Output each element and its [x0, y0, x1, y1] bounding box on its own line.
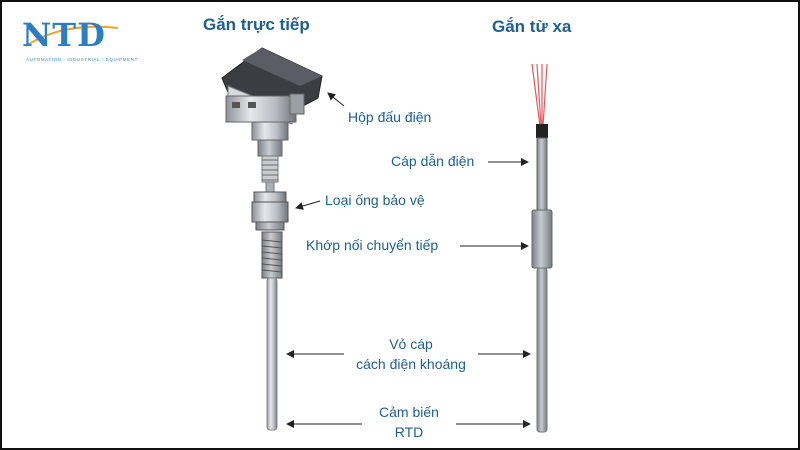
label-protection-tube: Loại ống bảo vệ	[325, 192, 425, 208]
label-mi-cable-line2: cách điện khoáng	[356, 356, 466, 372]
label-rtd-sensor: Cảm biến RTD	[364, 402, 454, 442]
logo-swoosh-icon	[25, 25, 119, 47]
arrow-protection-tube	[295, 200, 321, 210]
label-terminal-box: Hộp đấu điện	[348, 109, 432, 125]
ntd-logo: NTD AUTOMATION · INDUSTRIAL · EQUIPMENT	[22, 16, 137, 66]
label-cable: Cáp dẫn điện	[391, 153, 475, 169]
hex-nut-icon	[251, 191, 289, 231]
terminal-head-icon	[221, 47, 323, 125]
direct-mount-sensor	[221, 47, 323, 431]
heading-remote-mount: Gắn từ xa	[492, 17, 572, 36]
lead-wires-icon	[531, 63, 548, 127]
label-mi-cable: Vỏ cáp cách điện khoáng	[346, 334, 476, 374]
logo-tagline: AUTOMATION · INDUSTRIAL · EQUIPMENT	[26, 57, 138, 62]
label-mi-cable-line1: Vỏ cáp	[389, 336, 433, 352]
remote-mount-sensor	[531, 63, 553, 433]
spring-icon	[261, 155, 279, 183]
label-sensor-line2: RTD	[394, 424, 424, 440]
label-sensor-line1: Cảm biến	[379, 404, 439, 420]
label-transition-joint: Khớp nối chuyển tiếp	[306, 237, 439, 253]
arrow-terminal-box	[327, 92, 345, 107]
thread-icon	[261, 231, 283, 279]
logo-text: NTD	[22, 16, 106, 54]
heading-direct-mount: Gắn trực tiếp	[203, 15, 310, 34]
